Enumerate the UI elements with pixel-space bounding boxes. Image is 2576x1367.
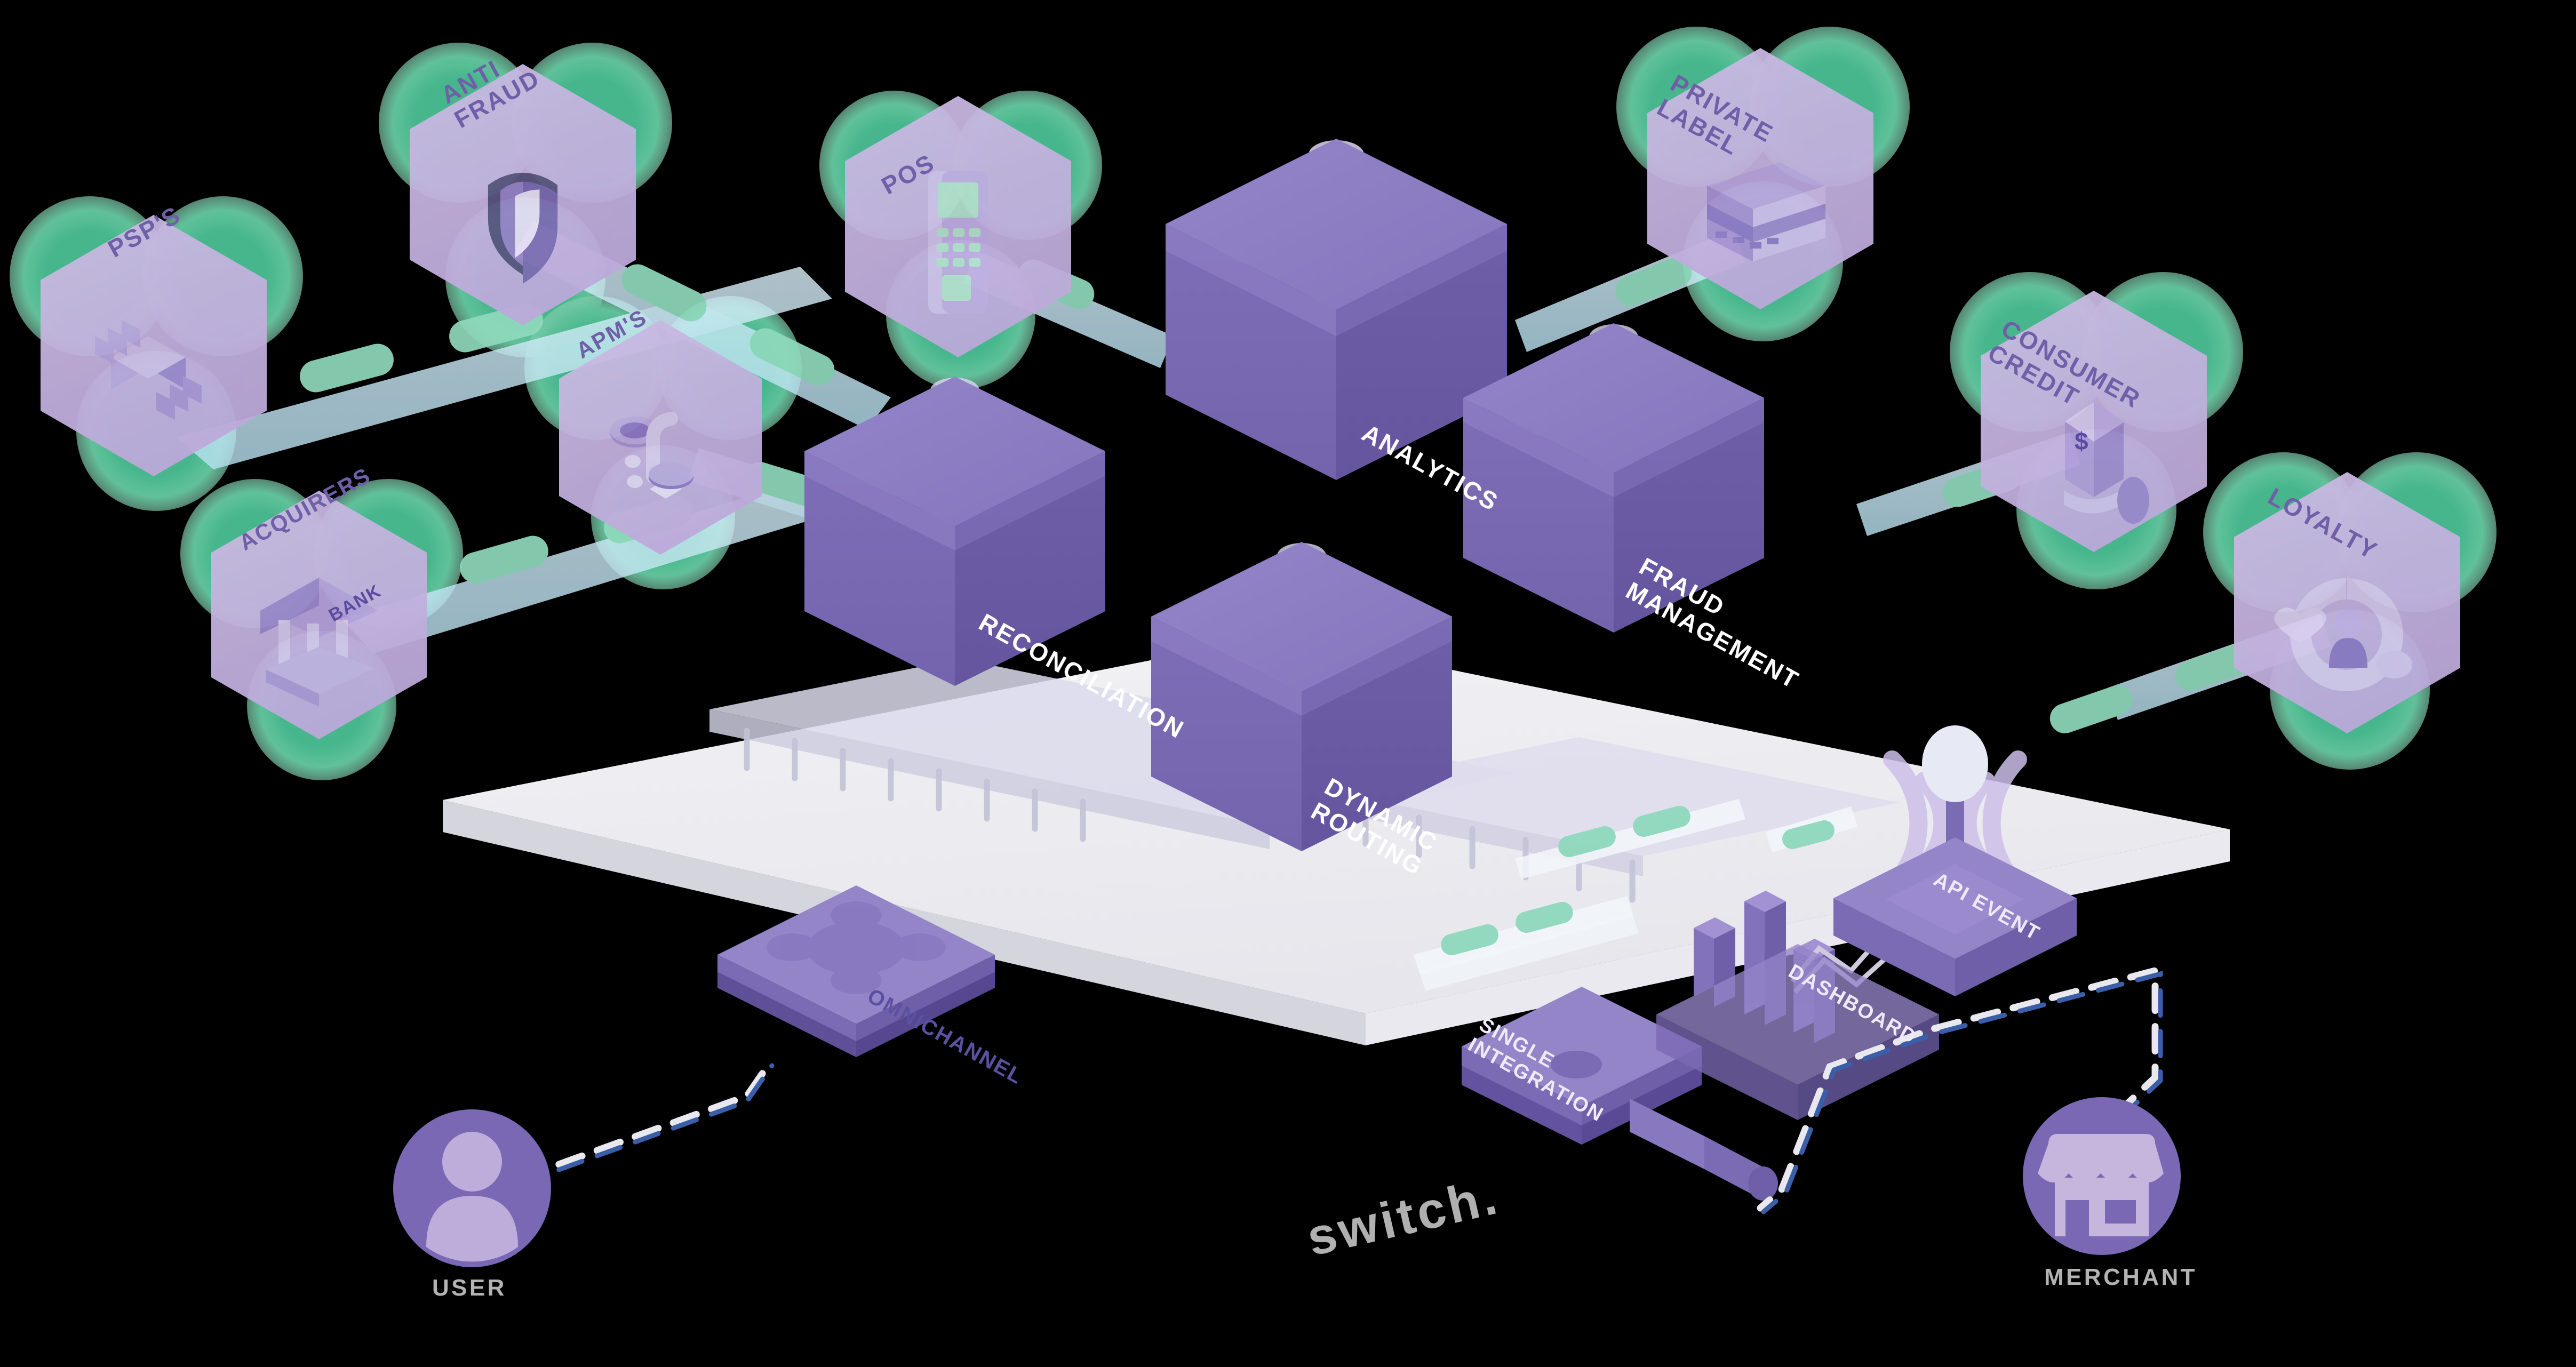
module-fraud-management [1463,323,1764,633]
node-pos [845,96,1071,357]
module-dynamic-routing [1151,542,1452,851]
node-apms [559,320,762,555]
route-user [479,1058,775,1200]
node-acquirers [211,491,427,739]
route-merchant [1757,966,2163,1214]
module-single-integration [1462,987,1778,1201]
module-reconciliation [804,377,1105,686]
node-loyalty [2234,472,2460,733]
node-private-label [1647,48,1873,309]
module-api-event [1833,725,2077,996]
module-analytics [1166,139,1507,480]
node-anti-fraud [410,64,636,325]
endpoint-merchant [2023,1097,2181,1255]
endpoint-user [393,1109,551,1267]
node-consumer-credit [1981,291,2207,552]
module-omnichannel [717,885,995,1057]
node-psps [41,215,267,476]
